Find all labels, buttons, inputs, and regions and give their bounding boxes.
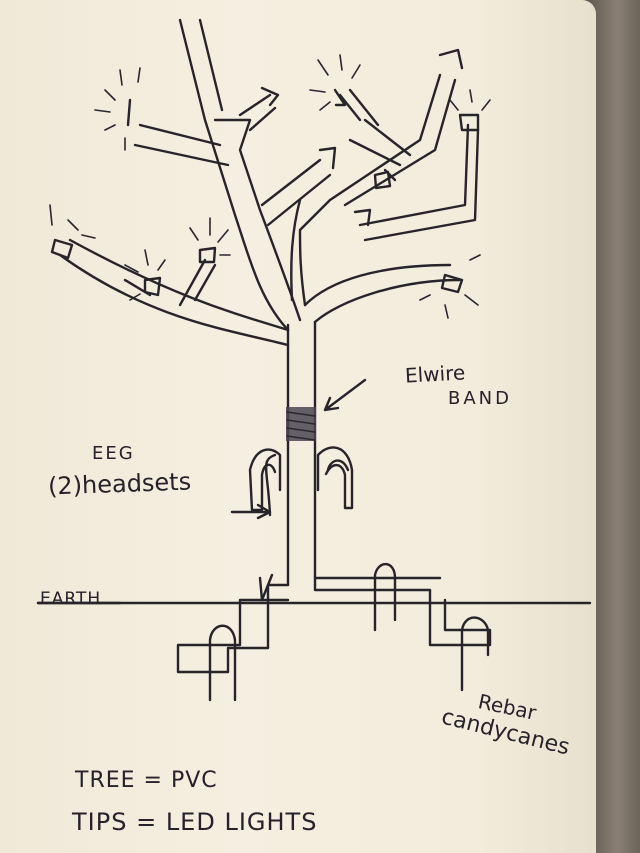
elwire-label-line1: Elwire bbox=[404, 360, 465, 387]
branches bbox=[60, 20, 478, 345]
eeg-headset-left bbox=[250, 450, 280, 515]
elwire-label-line2: BAND bbox=[448, 388, 512, 409]
led-tip-11 bbox=[125, 250, 165, 300]
elwire-band bbox=[286, 407, 316, 441]
led-tip-3 bbox=[310, 55, 360, 110]
eeg-label-line1: EEG bbox=[92, 443, 135, 464]
led-tip-1 bbox=[95, 68, 140, 150]
roots bbox=[178, 564, 490, 700]
eeg-label-line2: (2)headsets bbox=[48, 468, 192, 501]
led-tip-8 bbox=[355, 210, 370, 225]
led-tips bbox=[50, 50, 490, 318]
legend-line2: TIPS = LED LIGHTS bbox=[72, 808, 317, 836]
led-tip-6 bbox=[320, 148, 335, 168]
led-tip-12 bbox=[190, 218, 230, 262]
elwire-arrow bbox=[325, 380, 365, 410]
led-tip-5 bbox=[450, 90, 490, 130]
led-tip-4 bbox=[440, 50, 462, 68]
led-tip-2 bbox=[262, 88, 278, 105]
earth-label: EARTH bbox=[40, 589, 101, 609]
legend-line1: TREE = PVC bbox=[75, 768, 218, 793]
eeg-headset-right bbox=[318, 447, 352, 508]
